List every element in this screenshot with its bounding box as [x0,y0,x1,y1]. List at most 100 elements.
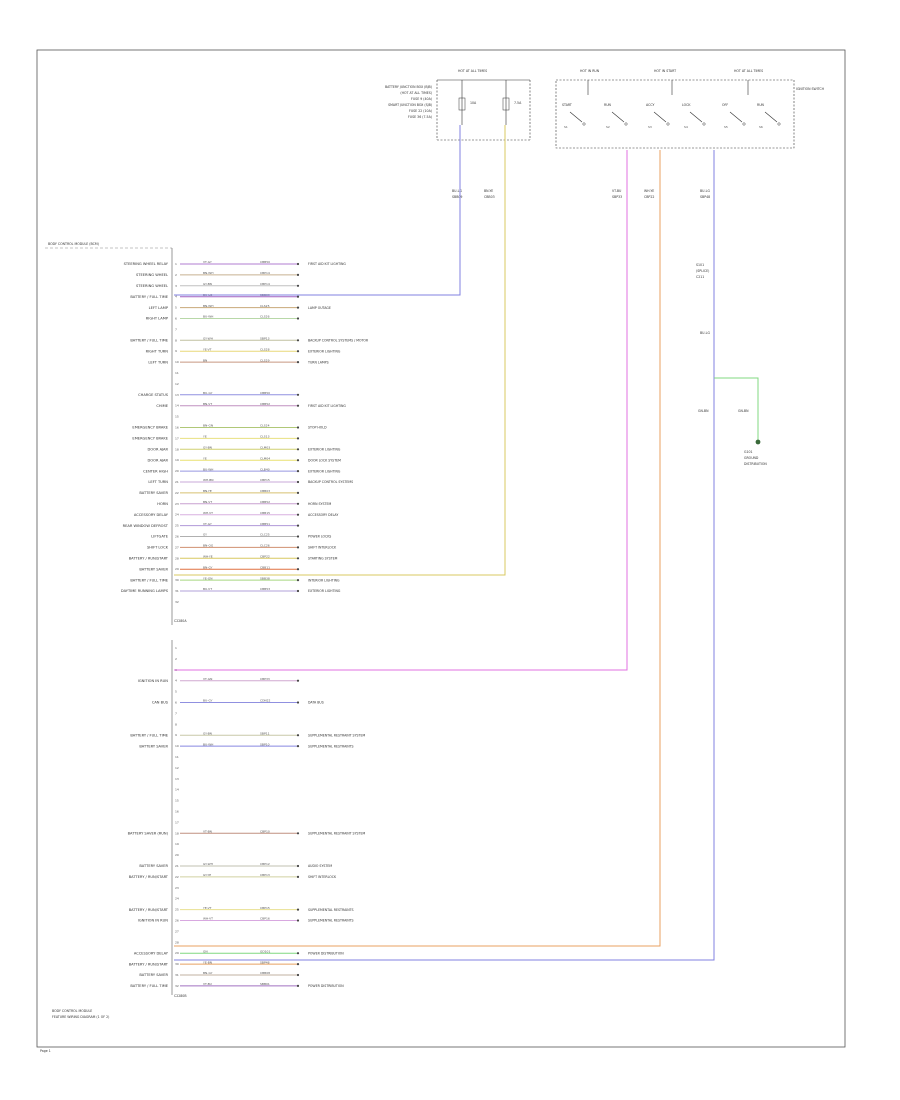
pin-number: 32 [175,984,179,988]
wire-color-code: YE-VT [203,906,212,910]
wire-terminal [296,491,300,494]
switch-position-label: RUN [757,103,765,107]
wire-circuit: CBB03 [260,489,270,493]
right-lower-labels: S101 (SPLICE) C211 BU-LG GN-BN GN-BN G10… [696,263,767,466]
pin-description: SHIFT LOCK [147,546,169,550]
pin-description: LEFT TURN [148,360,168,364]
pin-row: 2 [175,657,177,661]
wire-terminal [296,513,300,516]
wire-color-code: GY-BN [203,731,212,735]
pin-description: RIGHT LAMP [146,317,169,321]
pin-row: 7 [175,711,177,715]
wire-circuit: CBP14 [260,271,270,275]
pin-number: 1 [175,646,177,650]
wire-color-code: YE [203,435,207,439]
pin-description: CHIME [156,404,168,408]
wire-circuit: CBP10 [260,830,270,834]
pin-row: 28 [175,940,179,944]
wire-terminal [296,317,300,320]
pin-row: 11 [175,755,179,759]
wire-circuit: CBP16 [260,917,270,921]
wire-top-violet [174,150,628,671]
pin-destination: LAMP OUTAGE [308,306,331,310]
switch-contact-id: S6 [759,125,763,129]
pin-description: EMERGENCY BRAKE [132,437,168,441]
pin-destination: BACKUP CONTROL SYSTEMS / MOTOR [308,339,369,343]
wire-circuit: CLM04 [260,456,270,460]
switch-blade [764,111,778,123]
fuse-1-label: 10A [470,101,477,105]
pin-row: 27 [175,929,179,933]
pin-destination: SUPPLEMENTAL RESTRAINTS [308,744,354,748]
pin-row: 24 [175,897,179,901]
switch-terminal [777,122,781,126]
wire-color-code: BN-WH [203,304,214,308]
pin-number: 10 [175,360,179,364]
top-center-label-line: FUSE 22 (10A) [409,109,432,113]
wire-color-code: BN-GY [203,565,213,569]
fuse-2-label: 7.5A [514,101,522,105]
wire-color-code: YE-VT [203,347,212,351]
pin-destination: POWER LOCKS [308,535,331,539]
pin-number: 14 [175,404,179,408]
pin-row: 15 [175,415,179,419]
pin-description: BATTERY SAVER [139,567,168,571]
pin-number: 24 [175,897,179,901]
wire-top-orange [174,150,661,947]
wire-terminal [296,470,300,473]
wire-circuit: CLC25 [260,533,270,537]
wire-color-code: WH-YE [203,555,213,559]
wire-circuit: CBP33 [260,677,270,681]
pin-number: 6 [175,317,177,321]
pin-destination: STOP HOLD [308,426,327,430]
pin-number: 19 [175,842,179,846]
wire-terminal [296,339,300,342]
switch-terminal [624,122,628,126]
wire-color-code: YE [203,456,207,460]
pin-number: 17 [175,436,179,440]
switch-blade [689,111,703,123]
pin-number: 2 [175,657,177,661]
splice-label-1: S101 [696,263,704,267]
ignition-switch-contact: RUN S6 [757,103,781,129]
pin-row: 17 [175,820,179,824]
top-wire-labels: BU-LGSBB09BN-YECBB03VT-BUSBP33WH-YECBP22… [452,189,710,199]
pin-number: 30 [175,962,179,966]
wire-color-code: YE-GN [203,576,213,580]
pin-number: 4 [175,295,177,299]
switch-terminal [702,122,706,126]
pin-description: BATTERY SAVER [139,864,168,868]
pin-number: 22 [175,875,179,879]
switch-terminal [742,122,746,126]
switch-contact-id: S4 [684,125,688,129]
wire-terminal [296,524,300,527]
wire-circuit: CBB50 [260,391,270,395]
wire-circuit: CBB53 [260,587,270,591]
pin-number: 24 [175,513,179,517]
pin-number: 6 [175,701,177,705]
wire-color-code: BU-WH [203,315,213,319]
pin-number: 14 [175,788,179,792]
wire-circuit: SBP48 [260,960,270,964]
wire-terminal [296,546,300,549]
pin-destination: DOOR LOCK SYSTEM [308,458,341,462]
wire-terminal [296,963,300,966]
top-wire-circuit: CBP22 [644,195,654,199]
wire-circuit: GD101 [260,949,270,953]
pin-destination: DATA BUS [308,701,324,705]
ign-header-1: HOT IN RUN [580,69,600,73]
top-wire-circuit: CBB03 [484,195,495,199]
wire-terminal [296,679,300,682]
pin-description: LEFT TURN [148,480,168,484]
wire-circuit: CLS13 [260,435,270,439]
wire-terminal [296,480,300,484]
